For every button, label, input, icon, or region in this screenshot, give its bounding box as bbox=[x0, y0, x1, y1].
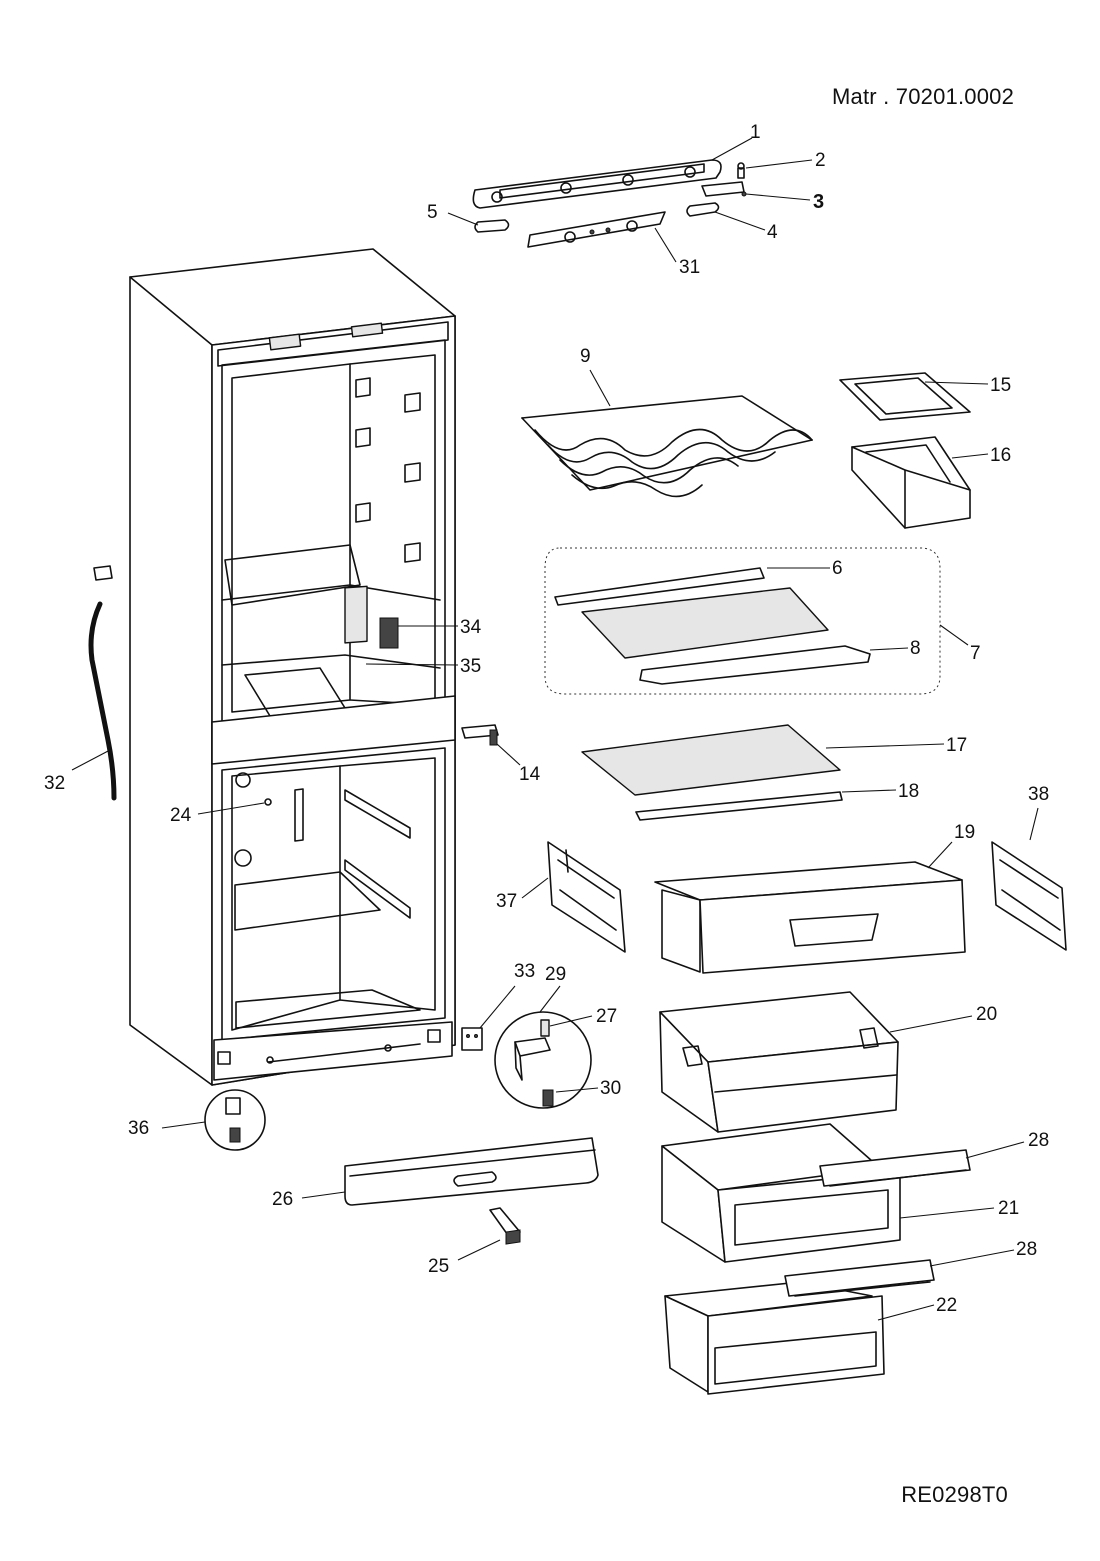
part-number-labels: 1 2 3 4 5 31 9 15 16 6 8 7 34 35 14 17 1… bbox=[44, 122, 1049, 1316]
drawer-rail-left bbox=[547, 841, 626, 953]
bottle-rack bbox=[521, 395, 813, 498]
part-label: 16 bbox=[990, 445, 1011, 466]
drawing-reference-code: RE0298T0 bbox=[901, 1482, 1008, 1507]
plinth-clip bbox=[489, 1207, 521, 1245]
leveling-foot-detail bbox=[494, 1011, 592, 1109]
part-label: 22 bbox=[936, 1295, 957, 1316]
part-label: 1 bbox=[750, 122, 761, 143]
part-label: 21 bbox=[998, 1198, 1019, 1219]
drawer-upper bbox=[654, 861, 966, 974]
part-label: 6 bbox=[832, 558, 843, 579]
part-label: 15 bbox=[990, 375, 1011, 396]
part-label: 33 bbox=[514, 961, 535, 982]
part-label: 25 bbox=[428, 1256, 449, 1277]
part-label: 28 bbox=[1028, 1130, 1049, 1151]
part-label: 34 bbox=[460, 617, 482, 638]
part-label: 5 bbox=[427, 202, 438, 223]
part-label: 31 bbox=[679, 257, 700, 278]
part-label: 35 bbox=[460, 656, 481, 677]
part-label: 37 bbox=[496, 891, 517, 912]
part-label: 7 bbox=[970, 643, 981, 664]
part-label: 2 bbox=[815, 150, 826, 171]
part-label: 30 bbox=[600, 1078, 621, 1099]
part-label: 19 bbox=[954, 822, 975, 843]
drawer-middle bbox=[659, 991, 899, 1133]
part-label: 17 bbox=[946, 735, 967, 756]
part-label: 4 bbox=[767, 222, 778, 243]
drawer-bottom bbox=[664, 1259, 935, 1395]
part-label: 32 bbox=[44, 773, 65, 794]
front-foot-detail bbox=[204, 1089, 266, 1151]
part-label: 28 bbox=[1016, 1239, 1037, 1260]
door-strip bbox=[88, 565, 117, 801]
bracket-plate bbox=[461, 1027, 483, 1051]
part-label: 24 bbox=[170, 805, 192, 826]
part-label: 36 bbox=[128, 1118, 149, 1139]
control-panel-assembly bbox=[472, 159, 747, 248]
part-label: 38 bbox=[1028, 784, 1049, 805]
part-label: 8 bbox=[910, 638, 921, 659]
fridge-cabinet bbox=[129, 248, 456, 1086]
drawer-rail-right bbox=[991, 841, 1067, 951]
leader-lines bbox=[71, 137, 1039, 1321]
hinge bbox=[461, 724, 499, 746]
part-label: 14 bbox=[519, 764, 541, 785]
kick-plate bbox=[344, 1137, 599, 1206]
part-label: 3 bbox=[813, 191, 824, 213]
part-label: 18 bbox=[898, 781, 919, 802]
part-label: 20 bbox=[976, 1004, 997, 1025]
part-label: 9 bbox=[580, 346, 591, 367]
part-label: 26 bbox=[272, 1189, 293, 1210]
material-number: Matr . 70201.0002 bbox=[832, 84, 1014, 109]
part-label: 27 bbox=[596, 1006, 617, 1027]
glass-shelf-assembly bbox=[544, 547, 941, 695]
drawer-lower bbox=[661, 1123, 971, 1263]
egg-tray-and-box bbox=[839, 372, 971, 529]
part-label: 29 bbox=[545, 964, 566, 985]
crisper-cover-glass bbox=[581, 724, 843, 821]
